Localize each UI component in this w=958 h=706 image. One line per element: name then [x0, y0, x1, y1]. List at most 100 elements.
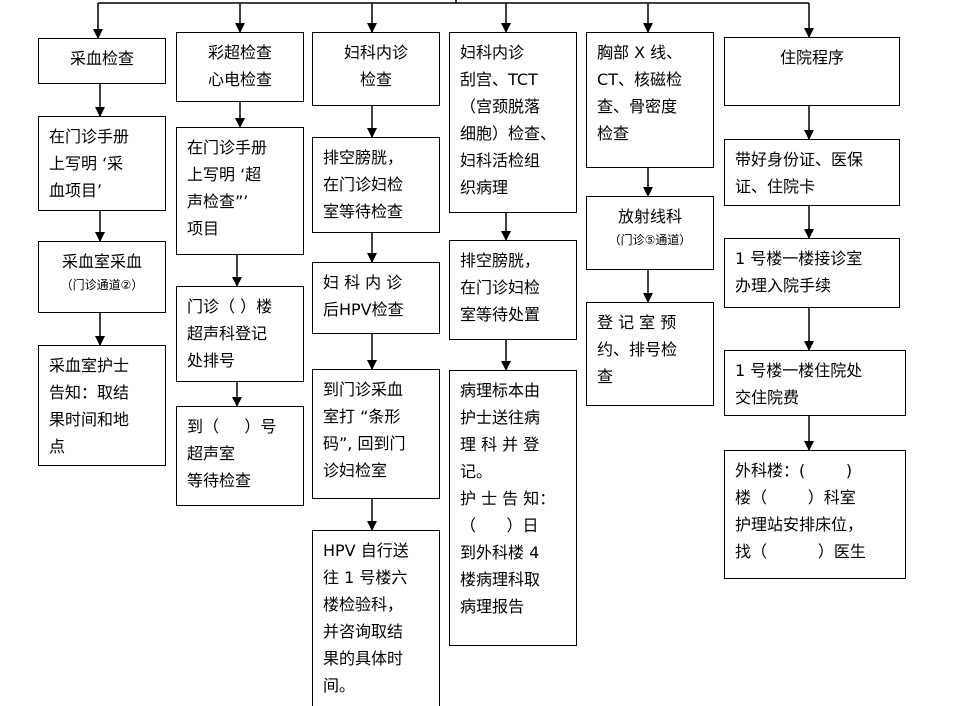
step-text: 放射线科: [617, 207, 682, 226]
step-text: 门诊（ ）楼: [187, 297, 273, 316]
gyn-tct-box: 妇科内诊 刮宫、TCT （宫颈脱落 细胞）检查、 妇科活检组 织病理: [449, 32, 577, 213]
barcode-box: 到门诊采血 室打 “条形 码”, 回到门 诊妇检室: [312, 369, 440, 499]
blood-result-info-box: 采血室护士 告知：取结 果时间和地 点: [38, 345, 166, 466]
radiology-dept-box: 放射线科 （门诊⑤通道）: [586, 196, 714, 270]
step-text: 住院程序: [779, 48, 844, 67]
step-text: 往 1 号楼六: [323, 568, 408, 587]
step-text: 找（ ）医生: [735, 542, 866, 561]
step-text: 处排号: [187, 351, 236, 370]
step-text: 码”, 回到门: [323, 434, 406, 453]
step-text: 记。: [460, 462, 493, 481]
blood-test-box: 采血检查: [38, 38, 166, 84]
step-text: 后HPV检查: [323, 300, 404, 319]
step-text: 织病理: [460, 178, 509, 197]
step-text: 1 号楼一楼接诊室: [735, 249, 863, 268]
step-text: （宫颈脱落: [460, 97, 541, 116]
pathology-box: 病理标本由 护士送往病 理 科 并 登 记。 护 士 告 知： （ ）日 到外科…: [449, 370, 577, 646]
step-text: 排空膀胱，: [460, 251, 541, 270]
step-text: 检查: [359, 70, 392, 89]
hpv-check-box: 妇 科 内 诊 后HPV检查: [312, 262, 440, 334]
step-text: 到门诊采血: [323, 380, 404, 399]
step-text: 果时间和地: [49, 410, 130, 429]
step-text: 护 士 告 知：: [460, 489, 556, 508]
step-text: 理 科 并 登: [460, 435, 540, 454]
step-text: 超声室: [187, 444, 236, 463]
step-text: 检查: [597, 124, 630, 143]
step-text: 妇 科 内 诊: [323, 273, 403, 292]
step-text: 约、排号检: [597, 340, 678, 359]
step-text: 声检查”’: [187, 192, 249, 211]
step-text: 上写明 ‘采: [49, 154, 124, 173]
step-text: 到外科楼 4: [460, 543, 540, 562]
blood-note-box: 在门诊手册 上写明 ‘采 血项目’: [38, 116, 166, 211]
step-text: 妇科内诊: [460, 43, 525, 62]
payment-box: 1 号楼一楼住院处 交住院费: [724, 350, 906, 416]
step-text: 证、住院卡: [735, 177, 816, 196]
step-text: （ ）日: [460, 516, 539, 535]
step-text: 病理报告: [460, 597, 525, 616]
step-text: 楼检验科，: [323, 595, 404, 614]
step-text: 病理标本由: [460, 381, 541, 400]
step-text: 外科楼：( ): [735, 461, 853, 480]
step-text: 刮宫、TCT: [460, 70, 538, 89]
step-text: 楼病理科取: [460, 570, 541, 589]
step-text: 彩超检查: [207, 43, 272, 62]
step-text: 室打 “条形: [323, 407, 401, 426]
step-text: 并咨询取结: [323, 622, 404, 641]
step-text: 间。: [323, 676, 356, 695]
step-text: HPV 自行送: [323, 541, 409, 560]
step-text: 等待检查: [187, 471, 252, 490]
xray-ct-box: 胸部 X 线、 CT、核磁检 查、骨密度 检查: [586, 32, 714, 168]
step-text: 诊妇检室: [323, 461, 388, 480]
admission-box: 1 号楼一楼接诊室 办理入院手续: [724, 238, 900, 308]
step-text: 超声科登记: [187, 324, 268, 343]
step-subtext: （门诊通道②）: [60, 278, 144, 292]
step-text: 采血室护士: [49, 356, 130, 375]
step-text: 楼（ ）科室: [735, 488, 856, 507]
step-text: 胸部 X 线、: [597, 43, 683, 62]
step-text: 上写明 ‘超: [187, 165, 262, 184]
step-text: 在门诊手册: [49, 127, 130, 146]
radiology-registration-box: 登 记 室 预 约、排号检 查: [586, 302, 714, 406]
step-text: 点: [49, 437, 66, 456]
step-text: 妇科内诊: [343, 43, 408, 62]
hpv-delivery-box: HPV 自行送 往 1 号楼六 楼检验科， 并咨询取结 果的具体时 间。: [312, 530, 440, 706]
ultrasound-note-box: 在门诊手册 上写明 ‘超 声检查”’ 项目: [176, 127, 304, 255]
step-text: 交住院费: [735, 388, 800, 407]
step-text: 采血检查: [69, 49, 134, 68]
step-text: 1 号楼一楼住院处: [735, 361, 863, 380]
blood-draw-room-box: 采血室采血 （门诊通道②）: [38, 241, 166, 313]
ultrasound-ecg-box: 彩超检查 心电检查: [176, 32, 304, 102]
step-text: 妇科活检组: [460, 151, 541, 170]
step-text: 血项目’: [49, 181, 103, 200]
step-text: 果的具体时: [323, 649, 404, 668]
step-text: 心电检查: [207, 70, 272, 89]
step-text: 告知：取结: [49, 383, 130, 402]
step-text: 在门诊妇检: [323, 175, 404, 194]
step-text: 在门诊妇检: [460, 278, 541, 297]
ultrasound-registration-box: 门诊（ ）楼 超声科登记 处排号: [176, 286, 304, 382]
step-text: CT、核磁检: [597, 70, 682, 89]
step-text: 办理入院手续: [735, 276, 832, 295]
step-text: 项目: [187, 219, 220, 238]
step-text: 细胞）检查、: [460, 124, 557, 143]
step-text: 排空膀胱，: [323, 148, 404, 167]
step-text: 室等待处置: [460, 305, 541, 324]
gyn-wait-box: 排空膀胱， 在门诊妇检 室等待检查: [312, 137, 440, 233]
step-text: 在门诊手册: [187, 138, 268, 157]
ultrasound-room-box: 到（ ）号 超声室 等待检查: [176, 406, 304, 506]
step-text: 护士送往病: [460, 408, 541, 427]
gyn-exam-box: 妇科内诊 检查: [312, 32, 440, 106]
step-text: 采血室采血: [61, 252, 142, 271]
step-text: 室等待检查: [323, 202, 404, 221]
step-text: 查: [597, 367, 614, 386]
step-text: 带好身份证、医保: [735, 150, 864, 169]
step-subtext: （门诊⑤通道）: [608, 233, 692, 247]
step-text: 查、骨密度: [597, 97, 678, 116]
step-text: 登 记 室 预: [597, 313, 677, 332]
documents-box: 带好身份证、医保 证、住院卡: [724, 139, 900, 206]
step-text: 护理站安排床位，: [735, 515, 864, 534]
step-text: 到（ ）号: [187, 417, 277, 436]
